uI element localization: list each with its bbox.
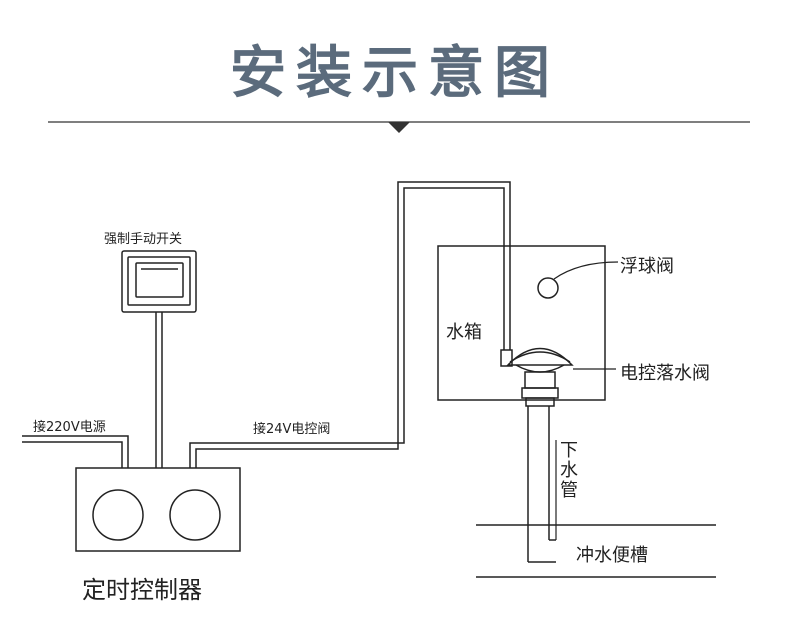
float-ball-icon: [537, 277, 559, 299]
float-valve-label: 浮球阀: [620, 256, 674, 277]
timer-controller-box: [75, 467, 241, 552]
downpipe-label: 下水管: [557, 440, 578, 500]
water-tank-label: 水箱: [446, 322, 482, 343]
power-220v-wire: [22, 435, 129, 468]
divider-pointer-icon: [388, 122, 410, 133]
switch-wire: [155, 312, 163, 468]
manual-switch-label: 强制手动开关: [104, 232, 183, 247]
timer-controller-label: 定时控制器: [82, 576, 202, 604]
valve-24v-label: 接24V电控阀: [253, 422, 331, 437]
controller-knob-left: [92, 489, 144, 541]
electric-drop-valve-icon: [506, 347, 574, 407]
power-220v-label: 接220V电源: [33, 420, 106, 435]
downpipe: [527, 406, 556, 563]
manual-switch-box: [121, 250, 197, 313]
float-valve-leader: [553, 261, 619, 280]
electric-drop-valve-label: 电控落水阀: [620, 363, 710, 384]
valve-24v-wire: [189, 181, 511, 468]
controller-knob-right: [169, 489, 221, 541]
wire-terminal: [500, 349, 513, 367]
water-tank-box: [437, 245, 606, 401]
flush-trough-label: 冲水便槽: [576, 545, 648, 566]
page-title: 安装示意图: [230, 41, 560, 106]
